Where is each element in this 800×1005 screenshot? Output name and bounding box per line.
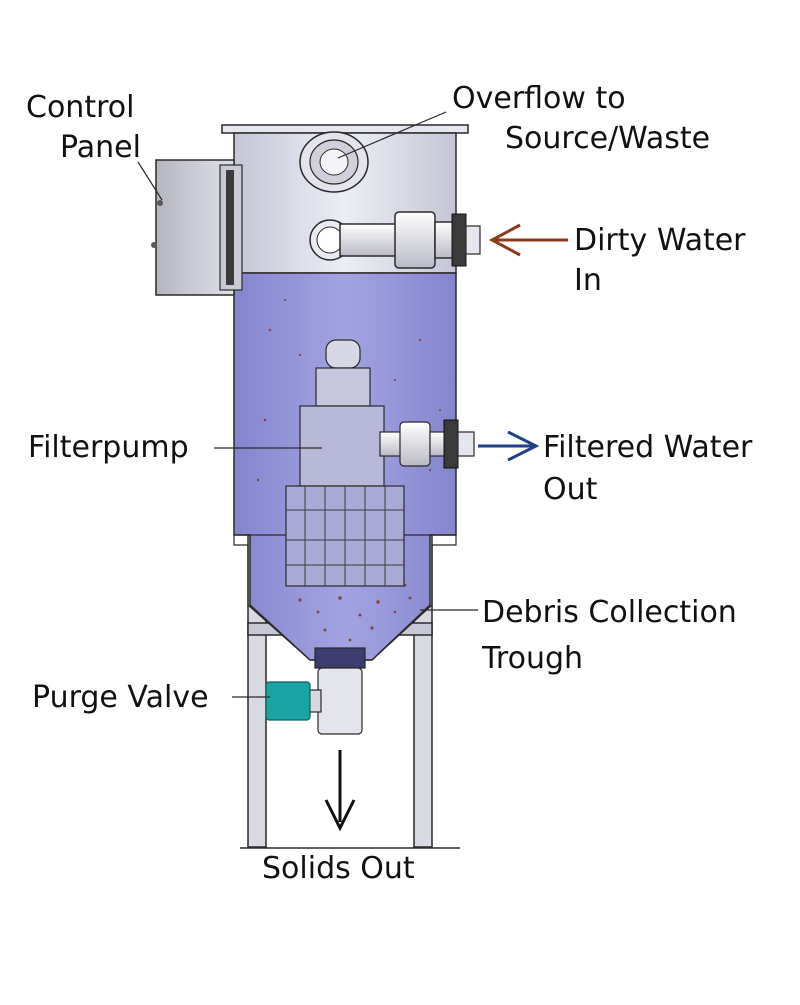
debris-trough xyxy=(233,534,457,661)
label-purge-valve: Purge Valve xyxy=(32,680,209,715)
outlet-pipe xyxy=(379,419,475,469)
purge-valve-body xyxy=(265,647,366,735)
control-panel-box xyxy=(151,159,243,296)
label-debris-line1: Debris Collection xyxy=(482,595,737,630)
inlet-pipe xyxy=(309,211,481,269)
label-control-panel-line2: Panel xyxy=(60,130,141,165)
solids-out-arrow xyxy=(324,750,356,832)
label-dirty-water-line2: In xyxy=(574,263,602,298)
label-dirty-water-line1: Dirty Water xyxy=(574,223,746,258)
label-filtered-water-line1: Filtered Water xyxy=(543,430,753,465)
label-overflow-line1: Overflow to xyxy=(452,81,626,116)
leader-overflow xyxy=(337,111,447,159)
dirty-water-arrow xyxy=(488,223,568,257)
leader-lines xyxy=(137,111,478,698)
label-filterpump: Filterpump xyxy=(28,430,189,465)
tank-rim xyxy=(221,124,469,134)
overflow-port xyxy=(299,131,369,193)
label-overflow-line2: Source/Waste xyxy=(505,121,710,156)
debris-specks xyxy=(256,299,441,642)
label-filtered-water-line2: Out xyxy=(543,472,598,507)
label-debris-line2: Trough xyxy=(481,641,583,676)
label-solids-out: Solids Out xyxy=(262,851,415,886)
leader-control-panel xyxy=(137,161,163,201)
filtered-water-arrow xyxy=(478,430,540,462)
filterpump-body xyxy=(285,339,405,587)
label-control-panel-line1: Control xyxy=(26,90,134,125)
